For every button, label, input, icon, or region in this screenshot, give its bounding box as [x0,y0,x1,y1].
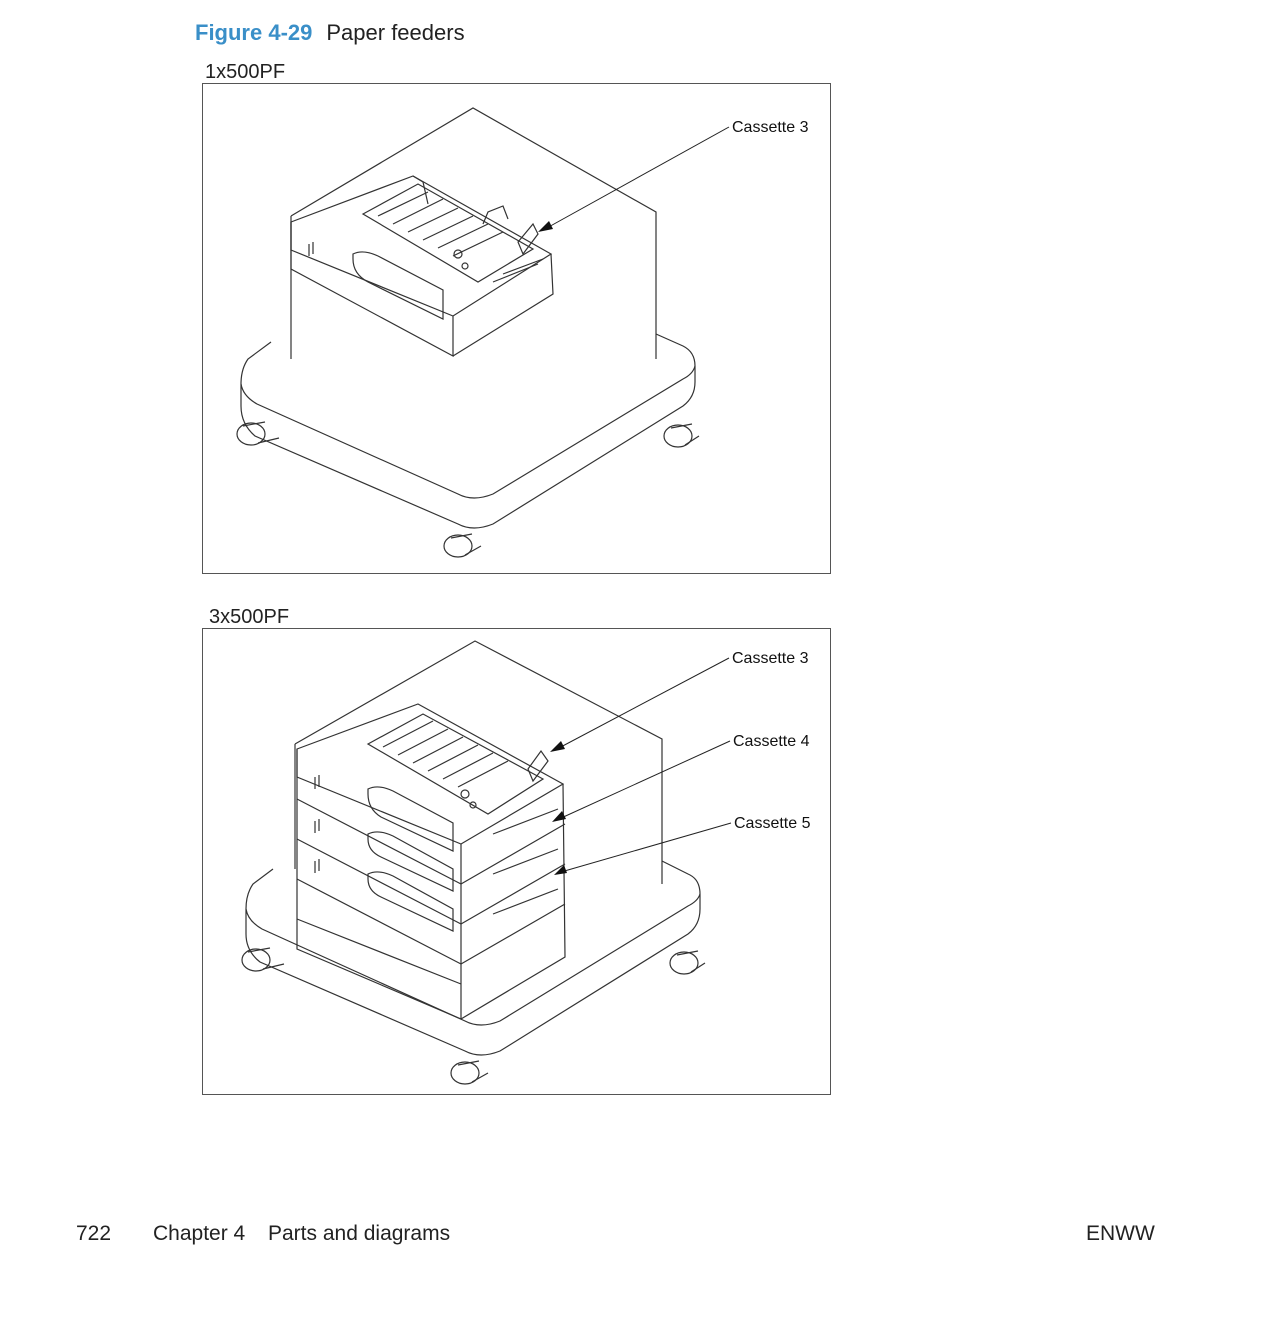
panel-3x500pf: Cassette 3 Cassette 4 Cassette 5 [202,628,831,1095]
footer-chapter: Chapter 4 [153,1222,246,1245]
panel-2-label: 3x500PF [209,606,290,628]
figure-number: Figure 4-29 [195,20,313,45]
footer-section: Parts and diagrams [268,1222,451,1245]
paper-feeder-3x500-diagram: Cassette 3 Cassette 4 Cassette 5 [241,640,811,1085]
callout-cassette-3: Cassette 3 [732,650,809,667]
callout-cassette-4: Cassette 4 [733,733,810,750]
callout-cassette-3: Cassette 3 [732,119,809,136]
callout-cassette-5: Cassette 5 [734,815,811,832]
page-number: 722 [76,1222,112,1245]
panel-1x500pf: Cassette 3 [202,83,831,574]
figure-caption: Figure 4-29 Paper feeders [195,20,465,46]
figure-title: Paper feeders [326,20,465,45]
panel-1-label: 1x500PF [205,61,286,83]
paper-feeder-1x500-diagram: Cassette 3 [236,107,809,558]
footer-locale: ENWW [1086,1222,1155,1245]
